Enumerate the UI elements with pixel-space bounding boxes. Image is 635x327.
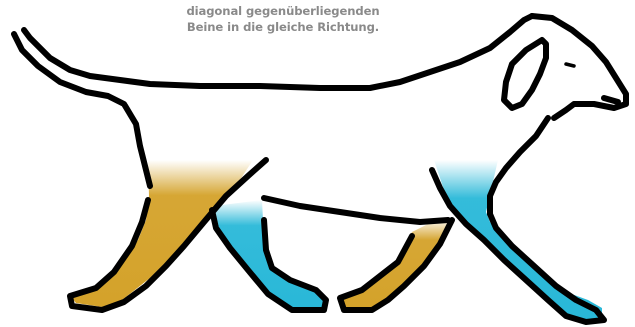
dog-back-outline (24, 16, 532, 88)
dog-eye (566, 64, 574, 66)
dog-belly-outline (264, 198, 448, 222)
tail-underside (14, 34, 150, 186)
dog-ear (504, 40, 546, 108)
dog-snout-line (604, 98, 618, 102)
front-near-leg (434, 160, 602, 320)
dog-chest-outline (490, 118, 548, 214)
